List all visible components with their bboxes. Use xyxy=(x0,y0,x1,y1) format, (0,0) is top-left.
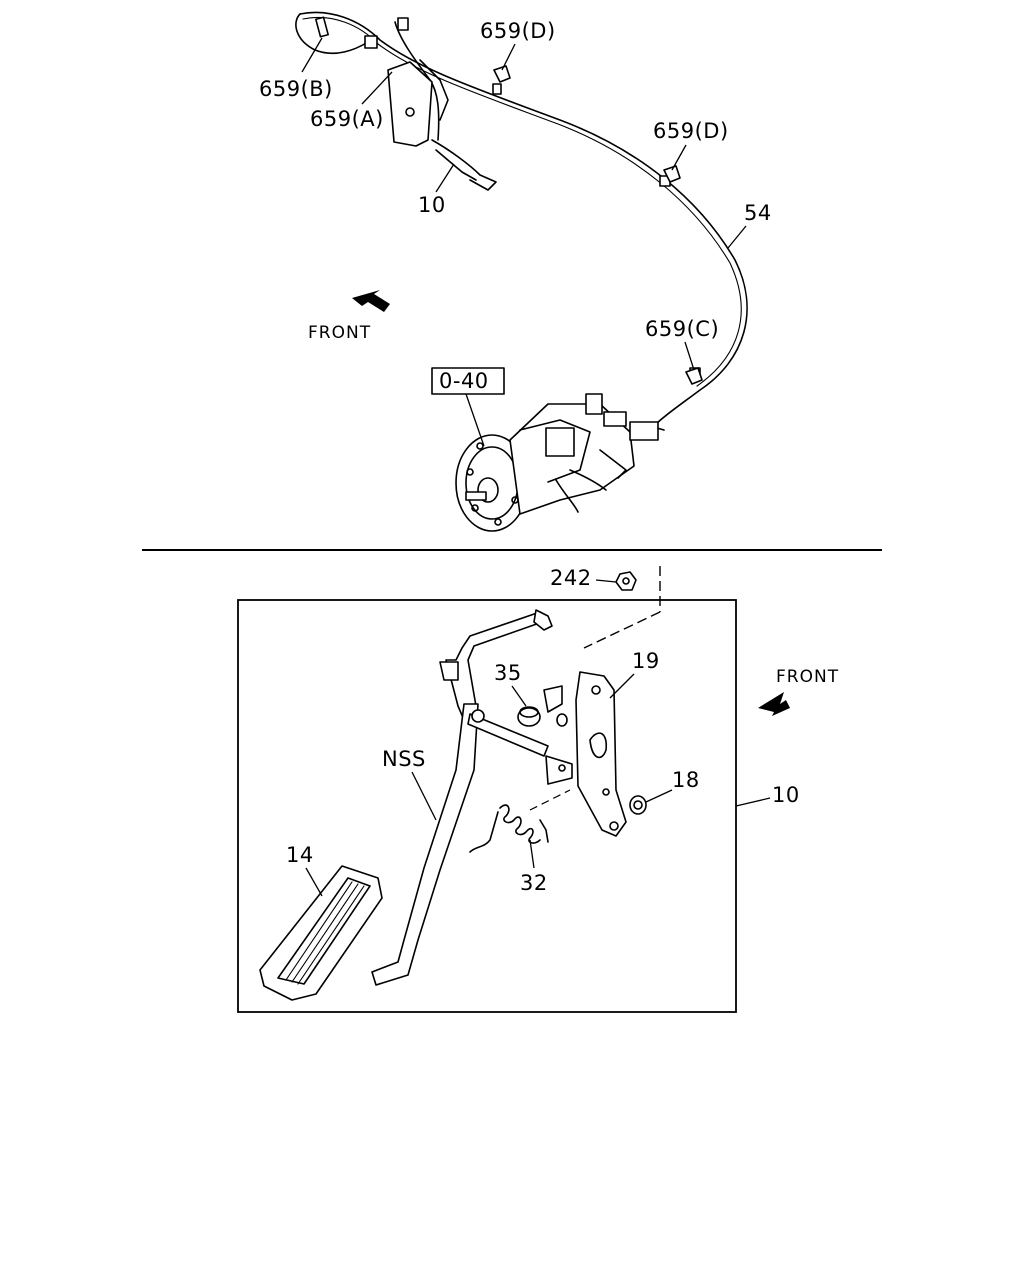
clip-659d-right xyxy=(663,165,681,183)
label-washer-18: 18 xyxy=(672,768,700,792)
clip-659c xyxy=(685,367,703,385)
label-pad-14: 14 xyxy=(286,843,314,867)
pedal-arm xyxy=(371,609,553,986)
front-label-upper: FRONT xyxy=(308,323,371,343)
pedal-pad-14 xyxy=(259,865,383,1001)
clip-659d-top xyxy=(493,65,511,83)
upper-assembly-view: 0-40 659(B) 659(A) 659(D) 659(D) 659(C) … xyxy=(259,11,772,532)
label-clip-659d-right: 659(D) xyxy=(653,119,729,143)
label-cable-54: 54 xyxy=(744,201,772,225)
label-spring-32: 32 xyxy=(520,871,548,895)
label-nut-242: 242 xyxy=(550,566,592,590)
bushing-35 xyxy=(517,706,541,727)
pedal-assembly-small xyxy=(387,59,497,191)
bracket-19 xyxy=(543,671,627,837)
label-bushing-35: 35 xyxy=(494,661,522,685)
label-clip-659d-top: 659(D) xyxy=(480,19,556,43)
label-assembly-10: 10 xyxy=(772,783,800,807)
lower-exploded-view: 242 35 19 18 10 NSS 14 32 FRONT xyxy=(237,566,839,1013)
front-label-lower: FRONT xyxy=(776,667,839,687)
accelerator-cable xyxy=(295,11,748,426)
spring-32 xyxy=(469,789,571,853)
injection-pump xyxy=(455,393,665,532)
label-pedal-assembly-10: 10 xyxy=(418,193,446,217)
label-clip-659b: 659(B) xyxy=(259,77,333,101)
label-bracket-19: 19 xyxy=(632,649,660,673)
label-clip-659a: 659(A) xyxy=(310,107,384,131)
pump-reference-box: 0-40 xyxy=(431,367,505,447)
label-arm-nss: NSS xyxy=(382,747,426,771)
label-clip-659c: 659(C) xyxy=(645,317,719,341)
nut-242 xyxy=(583,566,661,649)
front-arrow-lower: FRONT xyxy=(758,667,839,716)
pump-ref-label: 0-40 xyxy=(439,369,489,393)
front-arrow-upper: FRONT xyxy=(308,290,390,343)
washer-18 xyxy=(629,795,647,815)
